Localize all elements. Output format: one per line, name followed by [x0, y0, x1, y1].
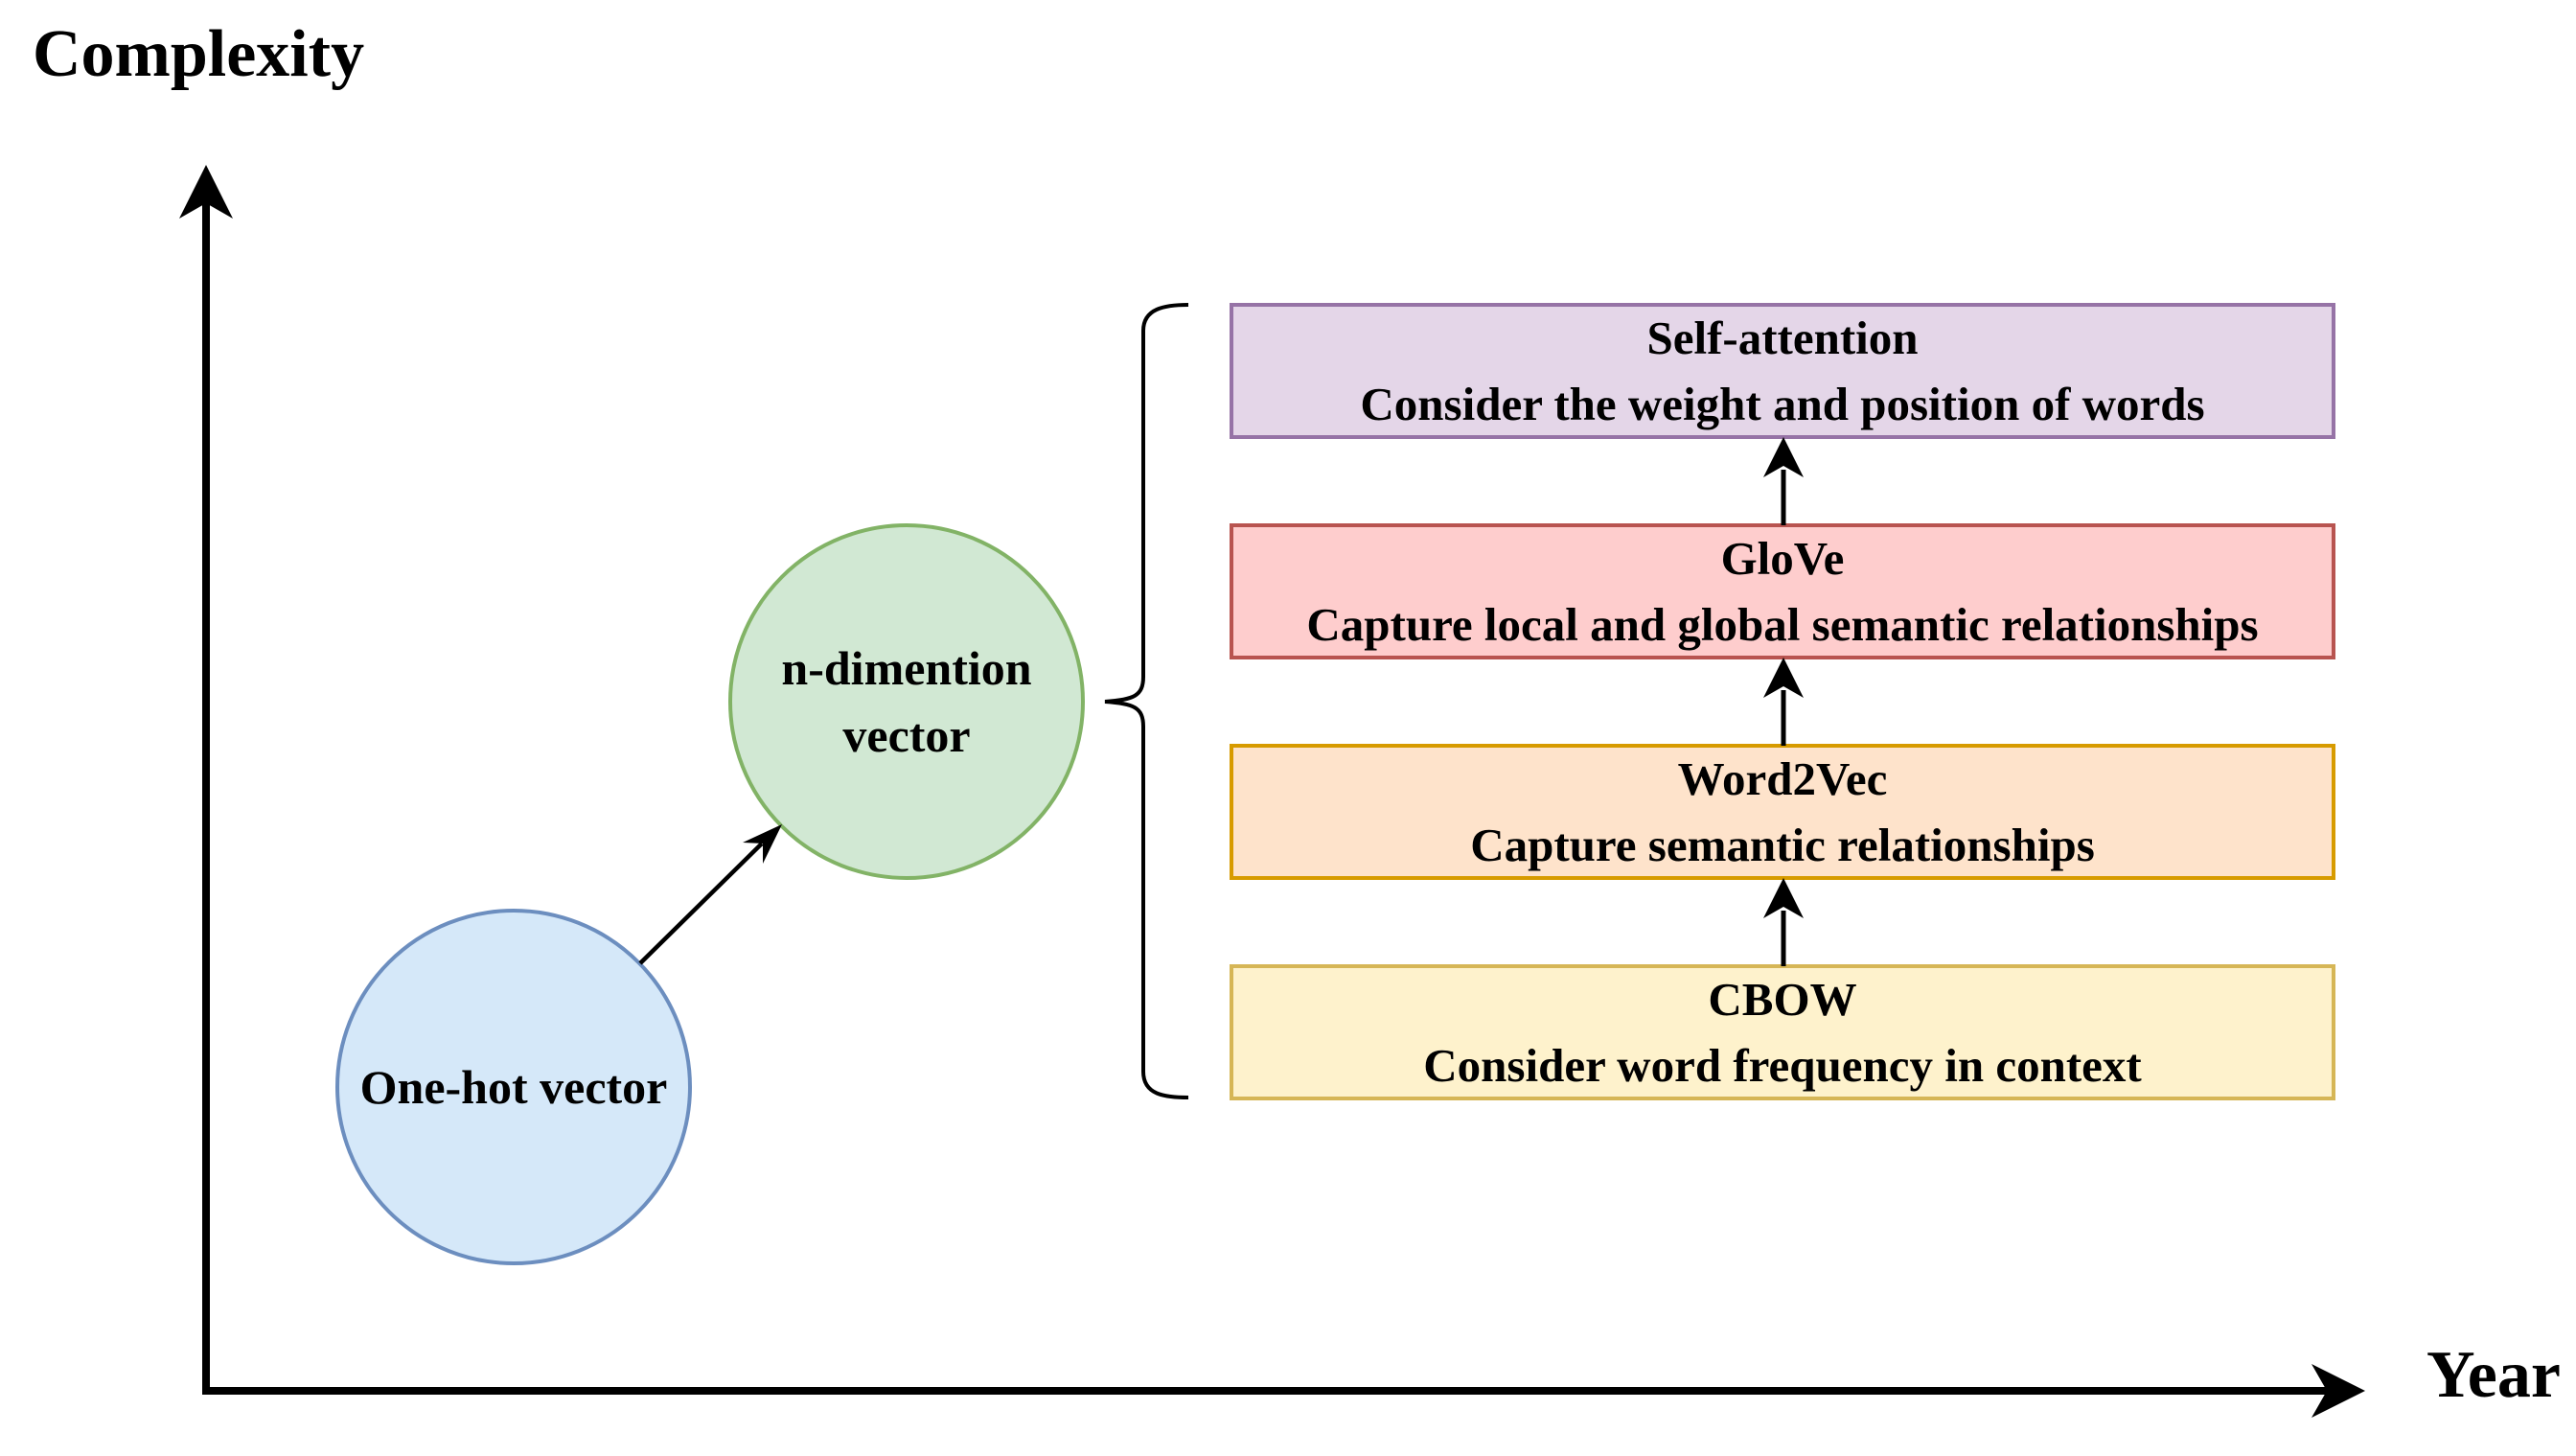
arrow-cbow-to-word2vec [1763, 878, 1804, 966]
n-dimension-label-line1: n-dimention [781, 641, 1032, 695]
x-axis-arrowhead [2312, 1364, 2365, 1418]
word2vec-label: Word2Vec Capture semantic relationships [1231, 746, 2334, 878]
self-attention-label: Self-attention Consider the weight and p… [1231, 305, 2334, 437]
word2vec-description: Capture semantic relationships [1470, 819, 2095, 871]
one-hot-label-text: One-hot vector [359, 1060, 668, 1114]
self-attention-description: Consider the weight and position of word… [1360, 378, 2205, 430]
box-self-attention [1230, 303, 2335, 439]
one-hot-label: One-hot vector [337, 911, 690, 1263]
y-axis-label: Complexity [33, 17, 365, 91]
one-hot-circle [335, 909, 692, 1265]
grouping-brace [1104, 303, 1189, 1099]
cbow-title: CBOW [1708, 973, 1857, 1026]
x-axis-label: Year [2426, 1338, 2561, 1412]
glove-title: GloVe [1720, 532, 1845, 585]
box-word2vec [1230, 744, 2335, 880]
diagonal-arrow [638, 824, 782, 965]
arrow-glove-to-self-attention [1763, 437, 1804, 525]
box-cbow [1230, 964, 2335, 1100]
y-axis-arrowhead [179, 165, 233, 219]
axes [179, 165, 2365, 1418]
arrow-word2vec-to-glove [1763, 658, 1804, 746]
glove-label: GloVe Capture local and global semantic … [1231, 525, 2334, 658]
word2vec-title: Word2Vec [1677, 752, 1888, 805]
n-dimension-label-line2: vector [842, 708, 971, 762]
cbow-description: Consider word frequency in context [1423, 1039, 2142, 1092]
box-glove [1230, 523, 2335, 659]
n-dimension-label: n-dimention vector [730, 525, 1083, 878]
n-dimension-circle [728, 523, 1085, 880]
glove-description: Capture local and global semantic relati… [1306, 598, 2259, 651]
cbow-label: CBOW Consider word frequency in context [1231, 966, 2334, 1098]
self-attention-title: Self-attention [1646, 312, 1919, 364]
